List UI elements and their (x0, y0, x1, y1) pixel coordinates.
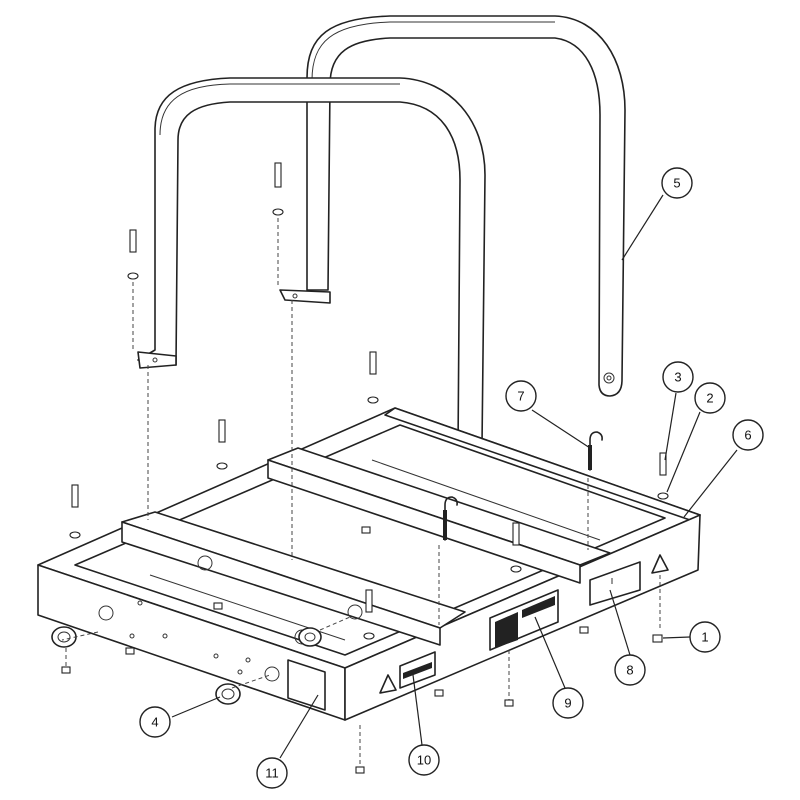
callout-6: 6 (732, 419, 764, 451)
callout-3: 3 (662, 361, 694, 393)
label-decal-11 (287, 659, 326, 711)
callout-2: 2 (694, 382, 726, 414)
callout-label: 11 (265, 766, 279, 781)
j-bolt (443, 431, 603, 541)
callout-10: 10 (408, 744, 440, 776)
bolts (61, 162, 669, 770)
callout-4: 4 (139, 706, 171, 738)
label-decal-9 (489, 589, 559, 651)
frame (37, 407, 701, 721)
callout-5: 5 (661, 167, 693, 199)
callout-label: 9 (564, 696, 571, 711)
callout-1: 1 (689, 621, 721, 653)
rear-handle (306, 15, 626, 397)
grommet (51, 626, 322, 705)
callout-label: 3 (674, 370, 681, 385)
callout-label: 7 (517, 389, 524, 404)
warning-triangle-icon (379, 554, 669, 694)
label-decal-8 (589, 561, 641, 606)
callout-label: 8 (626, 663, 633, 678)
callout-label: 4 (151, 715, 158, 730)
callout-7: 7 (505, 380, 537, 412)
callout-label: 10 (417, 753, 431, 768)
callout-9: 9 (552, 687, 584, 719)
callout-8: 8 (614, 654, 646, 686)
callout-label: 6 (744, 428, 751, 443)
nuts (61, 526, 663, 774)
callout-11: 11 (256, 757, 288, 789)
leader-lines (171, 194, 738, 759)
callout-label: 1 (701, 630, 708, 645)
callout-label: 2 (706, 391, 713, 406)
label-decal-10 (399, 651, 436, 689)
callout-label: 5 (673, 176, 680, 191)
